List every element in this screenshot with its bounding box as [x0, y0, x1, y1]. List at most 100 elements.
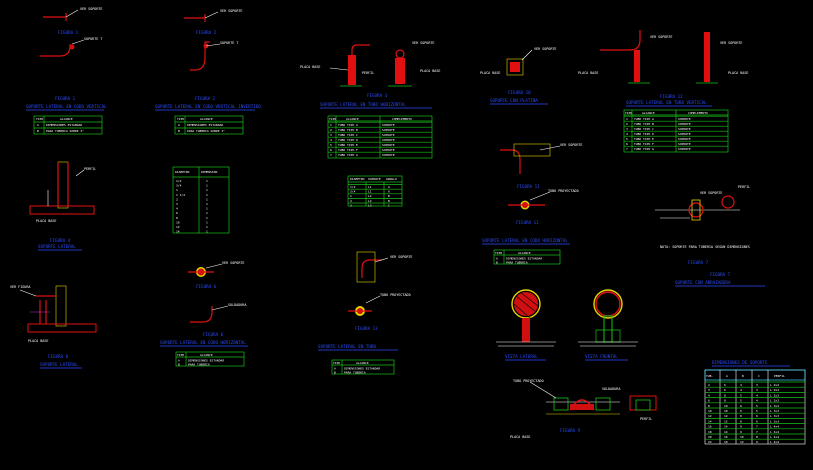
table-cell: SOPORTE	[382, 128, 395, 132]
svg-text:DIMENSIONES ESTANDAR: DIMENSIONES ESTANDAR	[46, 123, 82, 127]
table-cell: TUBO TIPO C	[634, 127, 654, 131]
table-cell: 3	[176, 202, 178, 206]
table-cell: 4	[626, 132, 628, 136]
table-cell: TUBO TIPO D	[338, 138, 358, 142]
svg-text:ALCANCE: ALCANCE	[642, 111, 655, 115]
table-cell: 1	[206, 225, 208, 229]
vista-lateral-caption: VISTA LATERAL	[505, 354, 538, 359]
svg-text:TIPO: TIPO	[329, 117, 336, 121]
table-cell: L 3x3	[770, 409, 779, 413]
table-cell: SOPORTE	[382, 138, 395, 142]
svg-text:PLACA BASE: PLACA BASE	[510, 435, 530, 439]
table-cell: 9	[740, 425, 742, 429]
table-cell: 12	[724, 414, 728, 418]
fig3-caption: FIGURA 3	[367, 93, 388, 98]
svg-text:B: B	[496, 261, 498, 265]
table-cell: 3	[756, 388, 758, 392]
table-cell: 1/2	[350, 185, 356, 189]
svg-text:VER SOPORTE: VER SOPORTE	[222, 261, 244, 265]
table-cell: SOPORTE	[678, 132, 691, 136]
svg-text:FIGURA 7: FIGURA 7	[688, 260, 709, 265]
table-cell: 5	[740, 393, 742, 397]
table-cell: 8	[724, 399, 726, 403]
svg-text:PLACA BASE: PLACA BASE	[300, 65, 320, 69]
table-cell: 1	[206, 193, 208, 197]
svg-text:DIMENSIONES ESTANDAR: DIMENSIONES ESTANDAR	[187, 123, 223, 127]
svg-text:TIPO: TIPO	[625, 111, 632, 115]
figure-9: TUBO PROYECTADO SOLDADURA PLACA BASE PER…	[510, 379, 657, 439]
table-cell: 6	[740, 409, 742, 413]
table-cell: 7	[756, 430, 758, 434]
table-cell: 16	[724, 435, 728, 439]
svg-text:PLACA BASE: PLACA BASE	[480, 71, 500, 75]
svg-text:B: B	[742, 374, 744, 378]
table-cell: TUBO TIPO G	[634, 147, 654, 151]
table-cell: 1	[206, 184, 208, 188]
fig3-subcaption: SOPORTE LATERAL EN TUBO HORIZONTAL	[320, 102, 406, 107]
table-cell: L 2x2	[770, 388, 779, 392]
table-cell: SOPORTE	[678, 137, 691, 141]
table-cell: 4	[756, 399, 758, 403]
fig1-subcaption: SOPORTE LATERAL EN CODO VERTICAL	[26, 104, 107, 109]
table-cell: L2	[368, 199, 372, 203]
table-cell: L 4x4	[770, 425, 779, 429]
svg-text:VER SOPORTE: VER SOPORTE	[390, 255, 412, 259]
table-2: TIPO ALCANCE A DIMENSIONES ESTANDAR B PA…	[174, 115, 244, 135]
table-cell: SOPORTE	[382, 148, 395, 152]
svg-text:A: A	[334, 367, 336, 371]
figure-7: VER SOPORTE PERFIL NOTA: SOPORTE PARA TU…	[655, 185, 765, 287]
fig13-subcaption: SOPORTE LATERAL EN TUBO	[318, 344, 376, 349]
svg-text:A: A	[726, 374, 728, 378]
table-cell: 1	[206, 211, 208, 215]
table-cell: 2	[350, 199, 352, 203]
vista-frontal: VISTA FRONTAL	[578, 289, 638, 361]
table-cell: L1	[368, 185, 372, 189]
table-cell: L2	[368, 194, 372, 198]
table-cell: 14	[176, 230, 180, 234]
table-cell: 1	[206, 188, 208, 192]
weld-point	[69, 44, 75, 50]
table-cell: 4	[176, 207, 178, 211]
table-cell: L 4x4	[770, 435, 779, 439]
table-cell: 6	[724, 388, 726, 392]
fig2-caption: FIGURA 2	[195, 96, 216, 101]
table-cell: 6	[708, 399, 710, 403]
table-6: TIPO ALCANCE A DIMENSIONES ESTANDAR B PA…	[175, 351, 245, 367]
table-cell: 9	[756, 440, 758, 444]
table-cell: TUBO TIPO B	[338, 128, 358, 132]
svg-text:A: A	[37, 123, 39, 127]
table-cell: 6	[740, 404, 742, 408]
table-cell: SOPORTE	[382, 143, 395, 147]
table-cell: B	[388, 199, 390, 203]
table-cell: TUBO TIPO B	[634, 122, 654, 126]
svg-text:B: B	[37, 129, 39, 133]
fig1-caption: FIGURA 1	[55, 96, 76, 101]
figure-11: VER SOPORTE FIGURA 11 TUBO PROYECTADO FI…	[482, 143, 582, 245]
svg-text:A: A	[496, 257, 498, 261]
svg-text:TUB.: TUB.	[706, 374, 713, 378]
svg-text:FIGURA 6: FIGURA 6	[196, 284, 217, 289]
table-cell: 3	[330, 133, 332, 137]
table-cell: 1	[206, 202, 208, 206]
table-cell: L 3x3	[770, 419, 779, 423]
svg-text:VER SOPORTE: VER SOPORTE	[534, 47, 556, 51]
svg-text:DIMENSIONES ESTANDAR: DIMENSIONES ESTANDAR	[344, 367, 380, 371]
fig10-caption: FIGURA 10	[508, 90, 531, 95]
table-cell: 4	[330, 138, 332, 142]
table-cell: 1	[206, 207, 208, 211]
table-cell: 1	[206, 220, 208, 224]
table-cell: 8	[740, 419, 742, 423]
table-cell: L 2x2	[770, 383, 779, 387]
svg-text:DIMENSIONES ESTANDAR: DIMENSIONES ESTANDAR	[188, 359, 224, 363]
table-cell: 8	[756, 435, 758, 439]
fig1-sm: FIGURA 1	[58, 30, 79, 35]
svg-text:COMPLEMENTO: COMPLEMENTO	[392, 117, 412, 121]
table-cell: B	[388, 194, 390, 198]
table-cell: 3	[756, 383, 758, 387]
figure-8: VER FIGURA PLACA BASE FIGURA 8 SOPORTE L…	[10, 285, 97, 369]
table-cell: TUBO TIPO G	[338, 153, 358, 157]
table-cell: 3/4	[176, 184, 182, 188]
table-cell: 1	[206, 197, 208, 201]
